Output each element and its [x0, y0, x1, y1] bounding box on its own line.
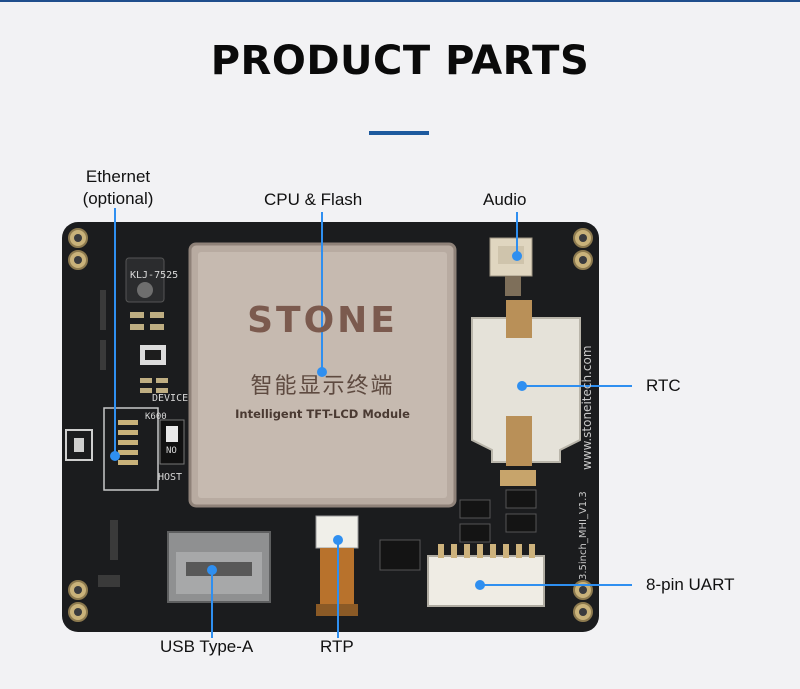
rtc-battery-holder — [471, 317, 581, 463]
board-model: 3.5inch_MHI_V1.3 — [578, 491, 589, 580]
silk-k600: K600 — [145, 412, 167, 422]
title-underline — [369, 131, 429, 135]
chip-marking: KLJ-7525 — [130, 270, 179, 281]
top-accent-line — [0, 0, 800, 2]
inductor-chip — [125, 257, 165, 303]
silk-host: HOST — [158, 472, 183, 483]
rtc-label: RTC — [646, 376, 681, 395]
callout-dots — [110, 251, 527, 590]
ethernet-label: Ethernet (optional) — [70, 166, 166, 210]
rtc-clip-top — [506, 300, 532, 338]
callout-lines — [114, 208, 632, 638]
ethernet-label-line2: (optional) — [82, 189, 154, 208]
board-brand-text: STONE — [247, 300, 398, 341]
audio-label: Audio — [483, 190, 527, 209]
board-chinese-text: 智能显示终端 — [250, 374, 395, 399]
ethernet-footprint — [103, 407, 159, 491]
board-website: www.stoneitech.com — [580, 345, 594, 470]
page-title: PRODUCT PARTS — [210, 38, 590, 84]
rtp-label: RTP — [320, 637, 354, 656]
cpu-flash-label: CPU & Flash — [264, 190, 363, 209]
rtp-connector — [315, 515, 359, 549]
uart-connector — [427, 555, 545, 607]
rtc-clip-bottom — [506, 416, 532, 466]
silk-device: DEVICE — [152, 393, 189, 404]
board-module-text: Intelligent TFT-LCD Module — [235, 407, 410, 421]
silk-no: NO — [166, 446, 177, 456]
uart-label: 8-pin UART — [646, 575, 735, 594]
ethernet-label-line1: Ethernet — [85, 167, 151, 186]
usb-label: USB Type-A — [160, 637, 254, 656]
